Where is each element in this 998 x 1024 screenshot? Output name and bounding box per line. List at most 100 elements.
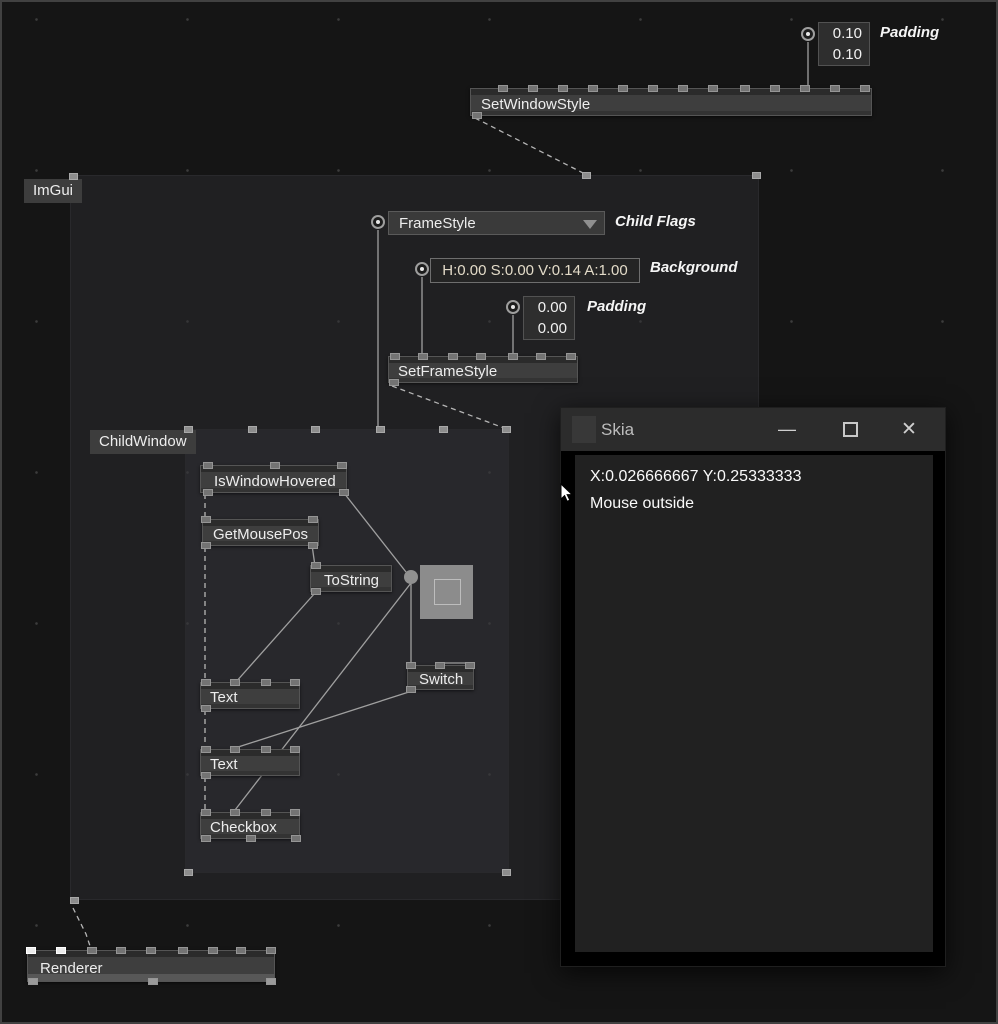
input-pin[interactable] [201,809,211,816]
output-pin[interactable] [203,489,213,496]
frame-padding-input[interactable]: 0.00 0.00 [523,296,575,340]
output-pin[interactable] [201,772,211,779]
input-pin[interactable] [337,462,347,469]
maximize-button[interactable] [827,408,873,451]
input-pin[interactable] [56,947,66,954]
input-pin[interactable] [230,809,240,816]
node-checkbox[interactable]: Checkbox [200,809,301,842]
input-pin[interactable] [800,85,810,92]
close-button[interactable]: ✕ [901,419,917,440]
node-switch[interactable]: Switch [406,662,475,693]
group-pin[interactable] [582,172,591,179]
input-pin[interactable] [406,662,416,669]
output-pin[interactable] [201,705,211,712]
group-handle[interactable] [184,869,193,876]
output-pin[interactable] [406,686,416,693]
input-pin[interactable] [618,85,628,92]
output-pin[interactable] [28,978,38,985]
input-pin[interactable] [201,679,211,686]
group-pin[interactable] [311,426,320,433]
group-label-imgui[interactable]: ImGui [24,179,83,203]
skia-titlebar[interactable]: Skia — ✕ [561,408,945,451]
output-pin[interactable] [311,588,321,595]
output-pin[interactable] [246,835,256,842]
input-pin[interactable] [448,353,458,360]
input-pin[interactable] [558,85,568,92]
group-pin[interactable] [439,426,448,433]
input-pin[interactable] [201,516,211,523]
param-pin[interactable] [415,262,429,276]
node-text-1[interactable]: Text [200,679,300,712]
input-pin[interactable] [308,516,318,523]
group-childwindow[interactable] [184,426,511,876]
input-pin[interactable] [201,746,211,753]
input-pin[interactable] [178,947,188,954]
input-pin[interactable] [740,85,750,92]
group-handle[interactable] [69,173,78,180]
group-handle[interactable] [502,869,511,876]
input-pin[interactable] [290,809,300,816]
input-pin[interactable] [498,85,508,92]
output-pin[interactable] [266,978,276,985]
output-pin[interactable] [148,978,158,985]
padding-x-value[interactable]: 0.00 [537,299,567,316]
output-pin[interactable] [201,835,211,842]
input-pin[interactable] [203,462,213,469]
node-setwindowstyle[interactable]: SetWindowStyle [470,85,872,119]
background-color-input[interactable]: H:0.00 S:0.00 V:0.14 A:1.00 [430,258,640,283]
window-padding-input[interactable]: 0.10 0.10 [818,22,870,66]
input-pin[interactable] [290,679,300,686]
input-pin[interactable] [465,662,475,669]
group-pin[interactable] [248,426,257,433]
padding-y-value[interactable]: 0.10 [832,46,862,63]
group-handle[interactable] [184,426,193,433]
node-iswindowhovered[interactable]: IsWindowHovered [200,462,349,496]
node-renderer[interactable]: Renderer [26,947,276,985]
input-pin[interactable] [708,85,718,92]
input-pin[interactable] [236,947,246,954]
input-pin[interactable] [476,353,486,360]
output-pin[interactable] [201,542,211,549]
input-pin[interactable] [435,662,445,669]
input-pin[interactable] [26,947,36,954]
input-pin[interactable] [116,947,126,954]
input-pin[interactable] [87,947,97,954]
group-pin[interactable] [752,172,761,179]
param-pin[interactable] [506,300,520,314]
framestyle-dropdown[interactable]: FrameStyle [388,211,605,235]
input-pin[interactable] [528,85,538,92]
input-pin[interactable] [860,85,870,92]
input-pin[interactable] [390,353,400,360]
input-pin[interactable] [146,947,156,954]
param-pin[interactable] [801,27,815,41]
padding-y-value[interactable]: 0.00 [537,320,567,337]
input-pin[interactable] [311,562,321,569]
node-text-2[interactable]: Text [200,746,300,779]
input-pin[interactable] [536,353,546,360]
input-pin[interactable] [588,85,598,92]
input-pin[interactable] [261,746,271,753]
padding-x-value[interactable]: 0.10 [832,25,862,42]
input-pin[interactable] [508,353,518,360]
node-tostring[interactable]: ToString [310,562,392,595]
input-pin[interactable] [230,746,240,753]
output-pin[interactable] [389,379,399,386]
minimize-button[interactable]: — [778,419,796,439]
output-pin[interactable] [472,112,482,119]
preview-swatch-node[interactable] [420,565,473,619]
group-pin[interactable] [70,897,79,904]
input-pin[interactable] [261,809,271,816]
input-pin[interactable] [566,353,576,360]
input-pin[interactable] [208,947,218,954]
input-pin[interactable] [270,462,280,469]
input-pin[interactable] [830,85,840,92]
param-pin[interactable] [371,215,385,229]
group-pin[interactable] [376,426,385,433]
input-pin[interactable] [418,353,428,360]
output-pin[interactable] [291,835,301,842]
input-pin[interactable] [770,85,780,92]
input-pin[interactable] [230,679,240,686]
output-pin[interactable] [308,542,318,549]
output-pin[interactable] [339,489,349,496]
group-label-childwindow[interactable]: ChildWindow [90,430,196,454]
